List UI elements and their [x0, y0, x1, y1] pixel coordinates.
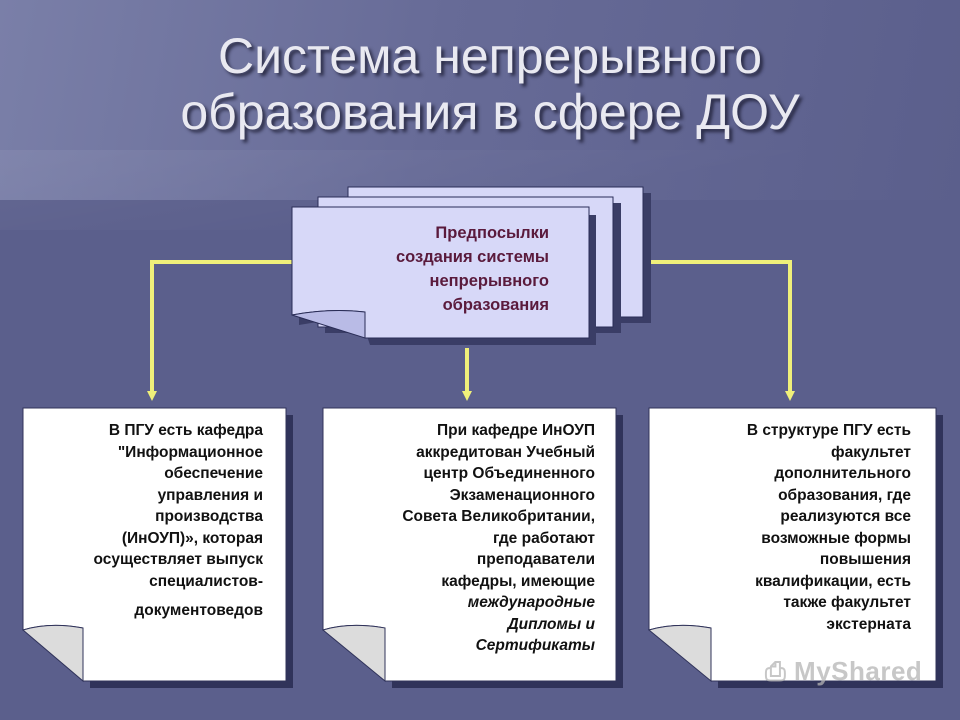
box-line: Экзаменационного	[449, 486, 595, 504]
box-line: преподаватели	[476, 551, 595, 568]
box-line: реализуются все	[780, 508, 911, 525]
top-doc-line: образования	[442, 296, 549, 314]
box-line: осуществляет выпуск	[93, 551, 263, 568]
box-line: где работают	[492, 529, 595, 547]
doc-box-middle-text: При кафедре ИнОУП аккредитован Учебный ц…	[323, 420, 595, 657]
box-line: также факультет	[783, 594, 911, 611]
box-line: (ИнОУП)», которая	[121, 529, 263, 547]
box-line: образования, где	[778, 486, 911, 504]
box-line: "Информационное	[117, 443, 263, 461]
background-gradient	[0, 0, 960, 200]
slide-title: Система непрерывного образования в сфере…	[140, 28, 840, 140]
box-line: управления и	[157, 486, 263, 504]
box-line: повышения	[819, 551, 911, 568]
doc-box-middle-shape	[321, 407, 623, 688]
watermark-logo: ⎙ MyShared	[765, 656, 922, 688]
watermark-text: MyShared	[794, 656, 923, 686]
box-line-italic: Дипломы и	[507, 615, 595, 633]
box-line: квалификации, есть	[755, 572, 911, 590]
top-doc-line: создания системы	[395, 248, 549, 266]
title-line-1: Система непрерывного	[217, 28, 763, 84]
watermark-icon: ⎙	[765, 656, 787, 686]
doc-box-right-text: В структуре ПГУ есть факультет дополните…	[649, 420, 911, 635]
box-line: аккредитован Учебный	[416, 443, 595, 461]
box-line-italic: Сертификаты	[475, 637, 595, 654]
connector-left	[147, 260, 292, 401]
box-line: производства	[155, 508, 263, 525]
box-line: факультет	[831, 443, 911, 461]
top-doc-line: Предпосылки	[435, 224, 549, 242]
box-line: кафедры, имеющие	[441, 572, 595, 590]
doc-box-left-text: В ПГУ есть кафедра "Информационное обесп…	[23, 420, 263, 622]
title-line-2: образования в сфере ДОУ	[180, 84, 800, 140]
top-doc-stack	[291, 186, 651, 345]
box-line: экстерната	[826, 615, 911, 633]
box-line: В ПГУ есть кафедра	[108, 422, 263, 439]
box-line: обеспечение	[164, 465, 263, 482]
doc-box-left-shape	[21, 407, 293, 688]
box-line: центр Объединенного	[423, 465, 595, 482]
box-line: специалистов-	[149, 572, 263, 590]
box-line: При кафедре ИнОУП	[437, 422, 595, 439]
doc-box-right-shape	[647, 407, 943, 688]
box-line: документоведов	[134, 602, 263, 619]
box-line: Совета Великобритании,	[402, 508, 595, 525]
box-line: дополнительного	[774, 465, 911, 482]
top-doc-line: непрерывного	[429, 272, 549, 290]
box-line: В структуре ПГУ есть	[746, 422, 911, 439]
connector-right	[642, 260, 795, 401]
box-line-italic: международные	[467, 594, 595, 611]
box-line: возможные формы	[761, 529, 911, 547]
top-doc-text: Предпосылки создания системы непрерывног…	[292, 207, 589, 337]
